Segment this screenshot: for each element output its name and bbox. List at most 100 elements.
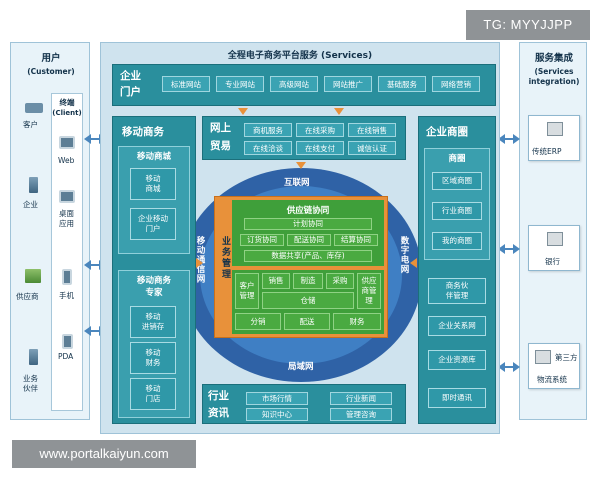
trade-tab-negotiate[interactable]: 在线洽谈 [244, 141, 292, 155]
label-lan: 局域网 [288, 362, 314, 372]
sales-cell[interactable]: 销售 [262, 273, 290, 289]
label-internet: 互联网 [284, 178, 310, 188]
portal-arrow-2 [334, 108, 344, 115]
supplier-icon [25, 269, 41, 283]
partner-icon [29, 349, 38, 365]
mobile-expert-item-2-l1: 移动 [145, 348, 161, 357]
mobile-expert-item-3-l1: 移动 [145, 384, 161, 393]
order-cell[interactable]: 订货协同 [240, 234, 284, 246]
portal-tab-marketing[interactable]: 网络营销 [432, 76, 480, 92]
customer-title: 用户 [41, 53, 61, 64]
mobile-mall-item-2[interactable]: 企业移动 门户 [130, 208, 176, 240]
services-subtitle-1: (Services [534, 67, 574, 76]
role-supplier: 供应商 [16, 292, 39, 301]
device-web: Web [58, 156, 75, 165]
portal-title-1: 企业 [120, 70, 141, 82]
customer-icon [25, 103, 43, 113]
client-column: 终端 (Client) Web 桌面 应用 手机 PDA [51, 93, 83, 411]
mobile-mall-item-1-l2: 商城 [145, 184, 161, 193]
plan-cell[interactable]: 计划协同 [244, 218, 372, 230]
portal-tab-promotion[interactable]: 网站推广 [324, 76, 372, 92]
industry-tab-news[interactable]: 行业新闻 [330, 392, 392, 405]
device-phone: 手机 [59, 291, 74, 300]
crm-cell[interactable]: 客户 管理 [235, 273, 259, 309]
svc-bank-label: 银行 [545, 257, 560, 266]
role-customer: 客户 [23, 120, 38, 129]
supplier-mgmt-cell[interactable]: 供应 商管 理 [357, 273, 381, 309]
role-partner-1: 业务 [23, 374, 38, 383]
mobile-mall-title: 移动商城 [136, 152, 171, 162]
enterprise-title: 企业商圈 [426, 126, 468, 138]
bank-icon [547, 232, 563, 246]
trade-tab-credit[interactable]: 诚信认证 [348, 141, 396, 155]
svc-erp: 传统ERP [528, 115, 580, 161]
trade-to-core-arrow [296, 162, 306, 169]
device-desktop-1: 桌面 [59, 209, 74, 218]
desktop-icon [59, 190, 75, 203]
portal-title-2: 门户 [120, 86, 141, 98]
svc-logistics: 第三方 物流系统 [528, 343, 580, 389]
supply-chain-title: 供应链协同 [286, 206, 330, 216]
circle-industry[interactable]: 行业商圈 [432, 202, 482, 220]
instant-messaging[interactable]: 即时通讯 [428, 388, 486, 408]
mobile-expert-item-2-l2: 财务 [145, 358, 161, 367]
mobile-expert-item-3[interactable]: 移动 门店 [130, 378, 176, 410]
trade-tab-payment[interactable]: 在线支付 [296, 141, 344, 155]
services-subtitle-2: integration) [528, 77, 580, 86]
supplier-l1: 供应 [361, 276, 377, 285]
industry-tab-knowledge[interactable]: 知识中心 [246, 408, 308, 421]
industry-tab-consulting[interactable]: 管理咨询 [330, 408, 392, 421]
services-panel: 服务集成 (Services integration) 传统ERP 银行 第三方… [519, 42, 587, 420]
mobile-expert-item-1[interactable]: 移动 进销存 [130, 306, 176, 338]
relationship-net[interactable]: 企业关系网 [428, 316, 486, 336]
delivery-cell[interactable]: 配送协同 [287, 234, 331, 246]
circle-regional[interactable]: 区域商圈 [432, 172, 482, 190]
trade-tab-opportunity[interactable]: 商机服务 [244, 123, 292, 137]
trade-tab-purchase[interactable]: 在线采购 [296, 123, 344, 137]
customer-panel: 用户 (Customer) 终端 (Client) Web 桌面 应用 手机 P… [10, 42, 90, 420]
portal-arrow-1 [238, 108, 248, 115]
watermark-top: TG: MYYJJPP [466, 10, 590, 40]
biz-mgmt-text: 业务管理 [220, 236, 230, 280]
device-pda: PDA [58, 352, 74, 361]
crm-l2: 管理 [239, 291, 255, 300]
partner-mgmt-l1: 商务伙 [445, 281, 469, 290]
resource-lib[interactable]: 企业资源库 [428, 350, 486, 370]
trade-tab-sales[interactable]: 在线销售 [348, 123, 396, 137]
distribution-cell[interactable]: 分销 [235, 313, 281, 330]
portal-tab-pro[interactable]: 专业网站 [216, 76, 264, 92]
logistics-icon [535, 350, 551, 364]
mobile-expert-item-1-l1: 移动 [145, 312, 161, 321]
warehouse-cell[interactable]: 仓储 [262, 292, 354, 309]
manufacture-cell[interactable]: 制造 [293, 273, 323, 289]
industry-title-2: 资讯 [208, 407, 229, 419]
portal-tab-basic[interactable]: 基础服务 [378, 76, 426, 92]
partner-mgmt[interactable]: 商务伙 伴管理 [428, 278, 486, 304]
portal-tab-standard[interactable]: 标准网站 [162, 76, 210, 92]
mobile-mall-item-1-l1: 移动 [145, 174, 161, 183]
pda-icon [62, 334, 73, 349]
crm-l1: 客户 [239, 281, 255, 290]
dispatch-cell[interactable]: 配送 [284, 313, 330, 330]
settle-cell[interactable]: 结算协同 [334, 234, 378, 246]
mobile-expert-item-1-l2: 进销存 [141, 322, 165, 331]
platform-title: 全程电子商务平台服务 (Services) [227, 51, 373, 61]
industry-tab-market[interactable]: 市场行情 [246, 392, 308, 405]
supplier-l3: 理 [365, 296, 373, 305]
mobile-mall-item-1[interactable]: 移动 商城 [130, 168, 176, 200]
role-enterprise: 企业 [23, 200, 38, 209]
mobile-expert-item-2[interactable]: 移动 财务 [130, 342, 176, 374]
finance-cell[interactable]: 财务 [333, 313, 381, 330]
purchase-cell[interactable]: 采购 [326, 273, 354, 289]
device-desktop-2: 应用 [59, 219, 74, 228]
mobile-mall-item-2-l2: 门户 [145, 224, 161, 233]
customer-subtitle: (Customer) [27, 67, 75, 76]
watermark-bottom: www.portalkaiyun.com [12, 440, 196, 468]
svc-logistics-label-1: 第三方 [555, 353, 578, 362]
data-share-cell[interactable]: 数据共享(产品、库存) [244, 250, 372, 262]
mobile-mall-item-2-l1: 企业移动 [138, 214, 168, 223]
svc-logistics-label-2: 物流系统 [537, 375, 567, 384]
services-title: 服务集成 [534, 53, 573, 64]
circle-mine[interactable]: 我的商圈 [432, 232, 482, 250]
portal-tab-advanced[interactable]: 高级网站 [270, 76, 318, 92]
